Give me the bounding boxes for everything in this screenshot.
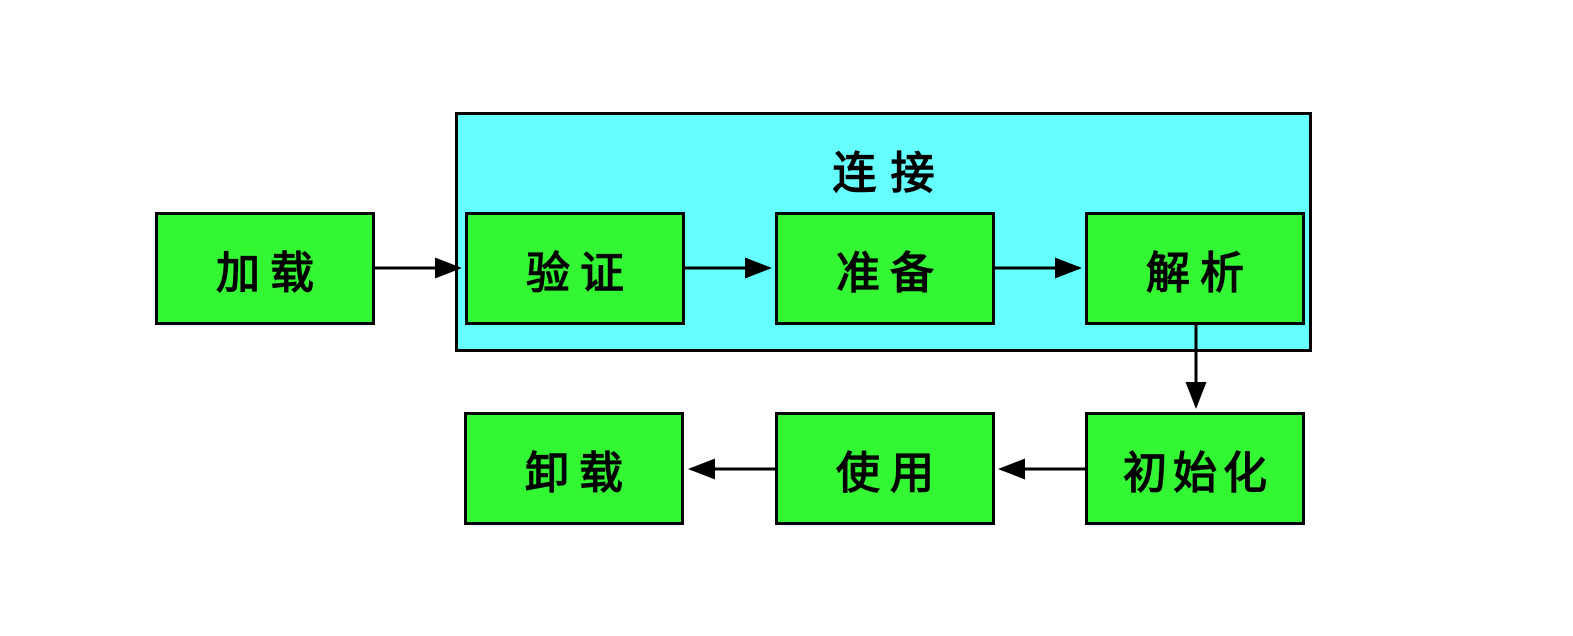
node-verify-label: 验证 <box>526 247 634 299</box>
node-resolve-label: 解析 <box>1146 247 1254 299</box>
node-verify: 验证 <box>465 212 685 325</box>
node-load-label: 加载 <box>216 247 324 299</box>
node-unload: 卸载 <box>464 412 684 525</box>
node-use: 使用 <box>775 412 995 525</box>
linking-container-title: 连接 <box>832 148 949 199</box>
node-load: 加载 <box>155 212 375 325</box>
node-unload-label: 卸载 <box>525 447 633 499</box>
node-prepare-label: 准备 <box>836 247 944 299</box>
node-initialize: 初始化 <box>1085 412 1305 525</box>
node-initialize-label: 初始化 <box>1123 447 1273 499</box>
node-resolve: 解析 <box>1085 212 1305 325</box>
node-use-label: 使用 <box>836 447 944 499</box>
node-prepare: 准备 <box>775 212 995 325</box>
